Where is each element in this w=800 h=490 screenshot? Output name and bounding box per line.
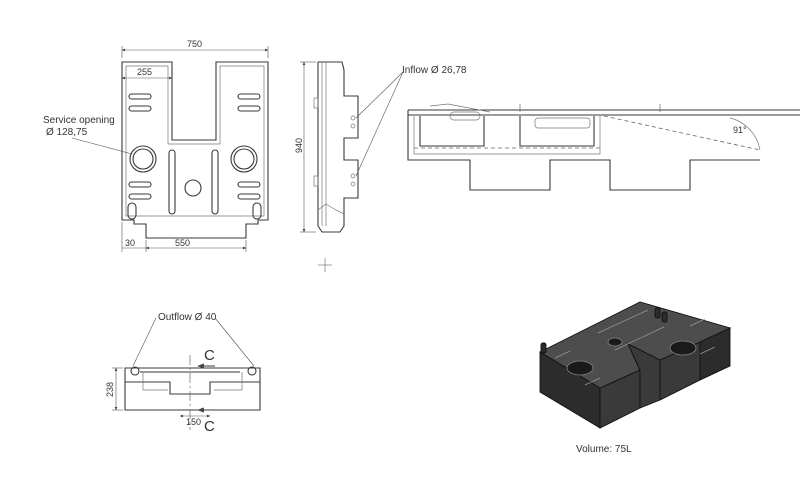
dim-bottom-width: 550: [175, 238, 190, 248]
bottom-view: 238 150 Outflow Ø 40 C C: [105, 312, 261, 435]
front-view: 750 255 30 550 Service opening Ø 128,75: [43, 39, 269, 252]
dim-inner-width: 255: [137, 67, 152, 77]
side-view: 940 Inflow Ø 26,78: [294, 61, 467, 272]
section-marker-top: C: [204, 347, 215, 364]
section-detail: 91°: [407, 103, 800, 191]
isometric-view: Volume: 75L: [539, 301, 732, 455]
dim-height: 940: [294, 138, 304, 153]
detail-angle: 91°: [733, 125, 747, 135]
dim-section-height: 238: [105, 382, 115, 397]
dim-overall-width: 750: [187, 39, 202, 49]
dim-bottom-offset: 30: [125, 238, 135, 248]
callout-inflow: Inflow Ø 26,78: [402, 65, 467, 76]
dim-section-width: 150: [186, 417, 201, 427]
callout-outflow: Outflow Ø 40: [158, 312, 217, 323]
volume-label: Volume: 75L: [576, 444, 632, 455]
callout-service-opening-size: Ø 128,75: [46, 127, 88, 138]
section-marker-bottom: C: [204, 418, 215, 435]
callout-service-opening: Service opening: [43, 115, 115, 126]
